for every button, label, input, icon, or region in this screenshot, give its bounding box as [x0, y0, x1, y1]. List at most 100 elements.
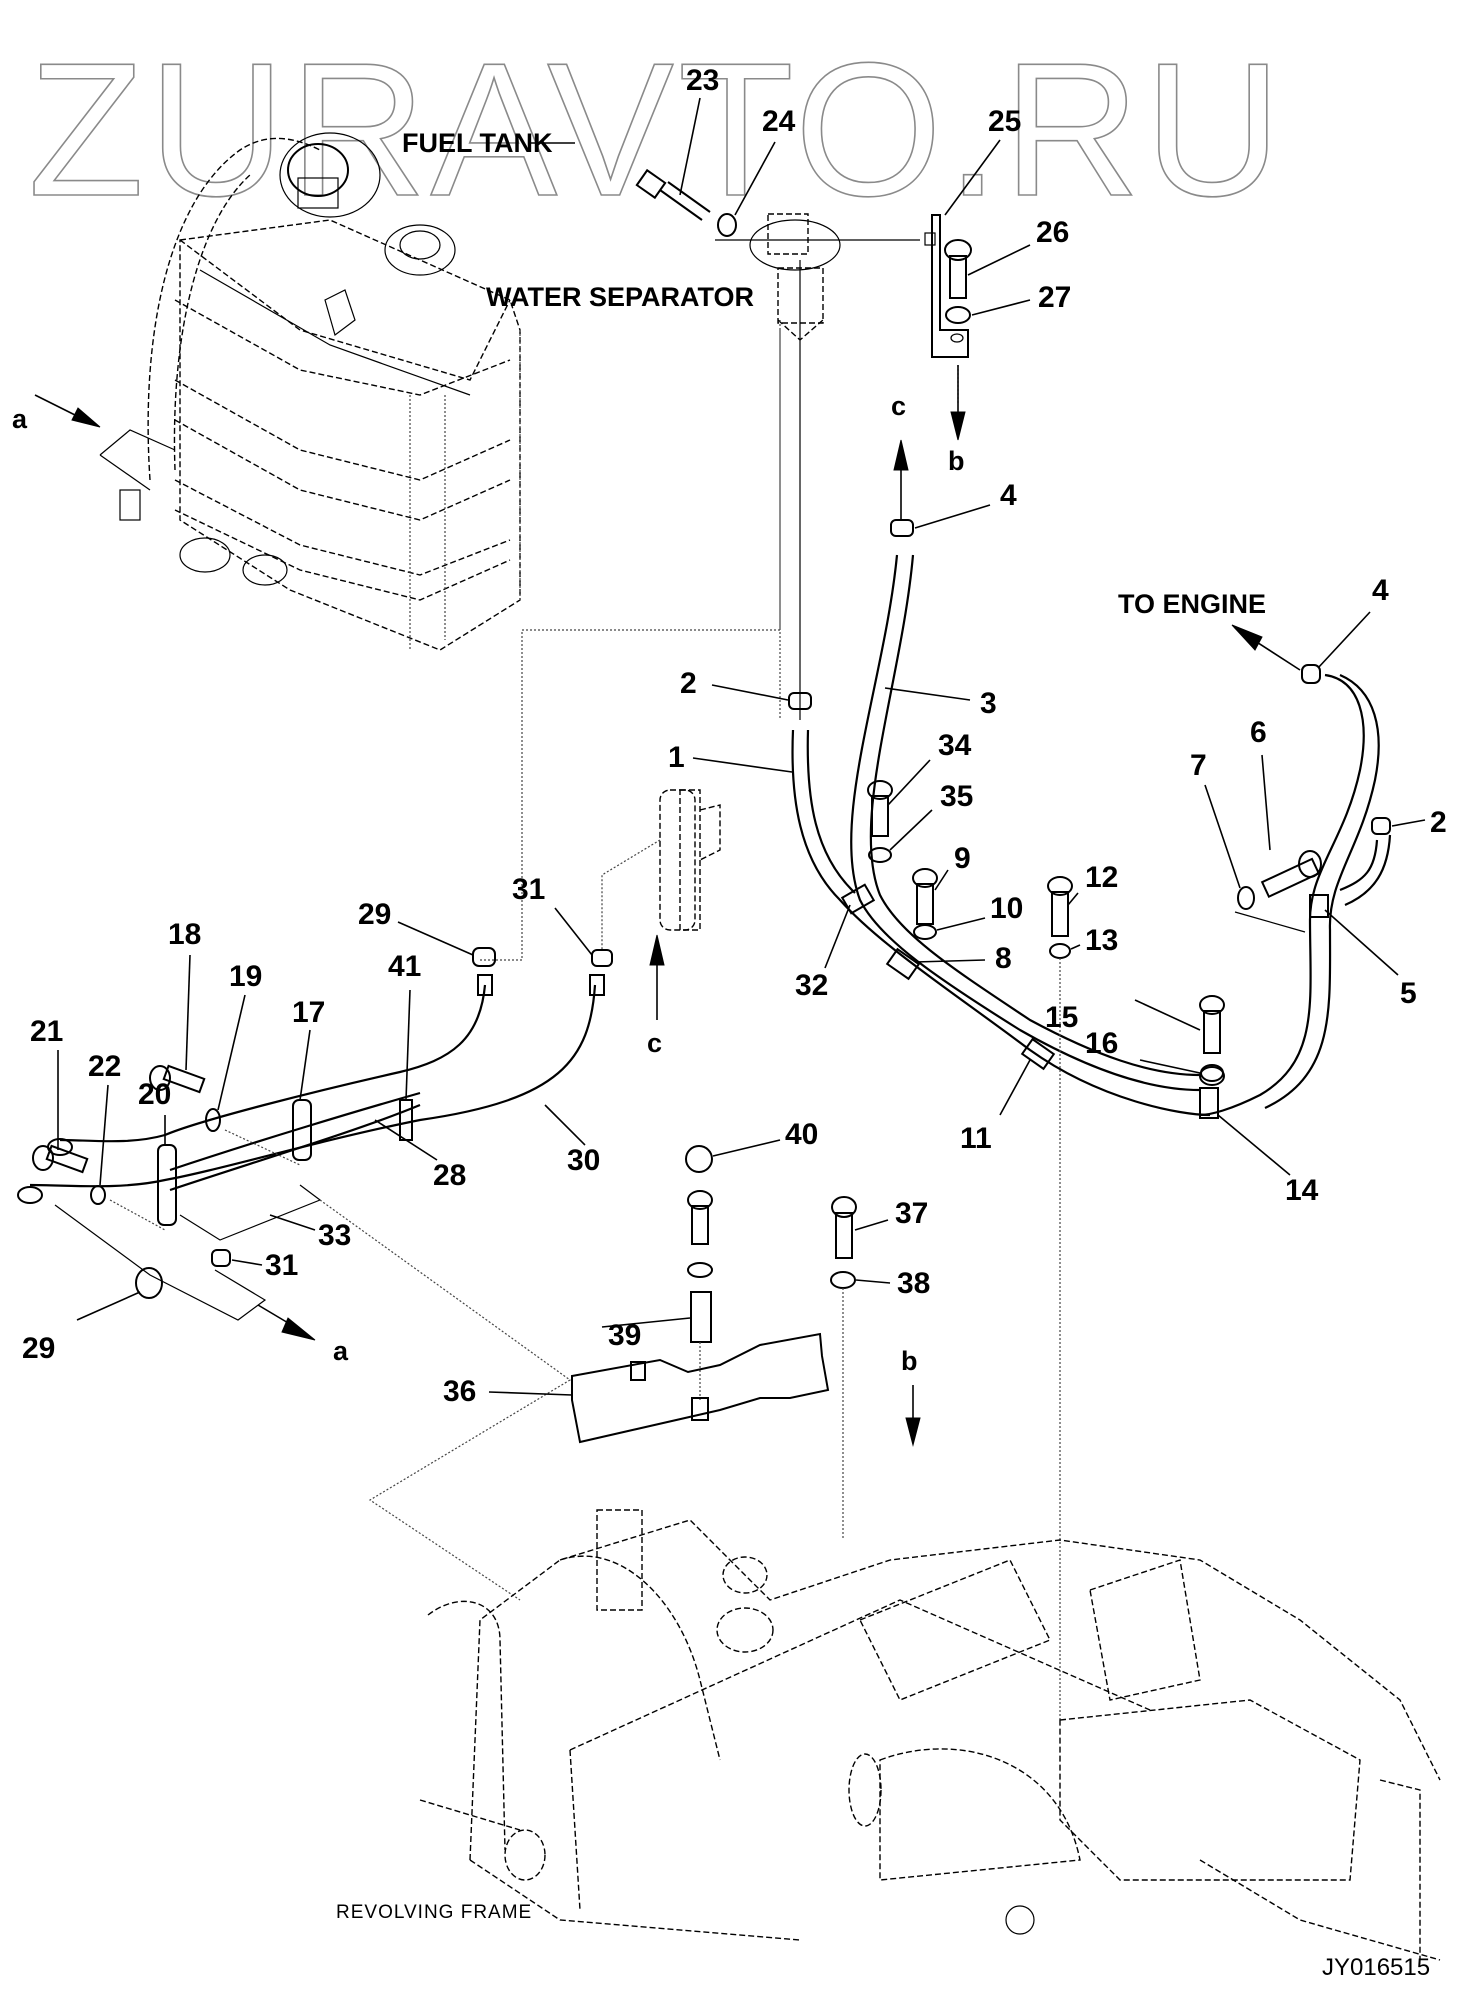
callout-28: 28 [433, 1159, 466, 1192]
callout-25: 25 [988, 105, 1021, 138]
callouts: 23 24 25 26 27 4 4 2 2 3 1 34 35 6 7 9 1… [22, 64, 1447, 1408]
callout-1: 1 [668, 741, 685, 774]
hose-assembly-left [17, 974, 605, 1241]
callout-22: 22 [88, 1050, 121, 1083]
svg-text:a: a [333, 1336, 349, 1366]
svg-text:c: c [891, 391, 906, 421]
callout-24: 24 [762, 105, 796, 138]
revolving-frame-label: REVOLVING FRAME [336, 1902, 532, 1923]
clamp-2-left [788, 692, 812, 710]
svg-text:b: b [948, 446, 965, 476]
callout-26: 26 [1036, 216, 1069, 249]
bolt-23 [635, 168, 711, 221]
callout-21: 21 [30, 1015, 63, 1048]
clamp-17 [292, 1099, 312, 1161]
callout-36: 36 [443, 1375, 476, 1408]
callout-31-top: 31 [512, 873, 545, 906]
bolt-15 [1199, 1066, 1225, 1086]
hose-1 [791, 729, 1211, 1117]
callout-31-bottom: 31 [265, 1249, 298, 1282]
washer-13 [1049, 943, 1071, 959]
callout-3: 3 [980, 687, 997, 720]
clamp-14 [1199, 1087, 1219, 1119]
to-engine-label: TO ENGINE [1118, 589, 1266, 619]
callout-4-right: 4 [1372, 574, 1389, 607]
washer-27 [945, 306, 971, 324]
washer-16 [1200, 1064, 1224, 1082]
bolt-6 [1260, 850, 1322, 898]
bolt-9 [912, 868, 938, 925]
clamp-29-bottom [135, 1267, 163, 1299]
callout-38: 38 [897, 1267, 930, 1300]
callout-4-top: 4 [1000, 479, 1017, 512]
callout-35: 35 [940, 780, 973, 813]
water-separator [480, 213, 920, 961]
clamp-4-right [1301, 664, 1321, 684]
callout-30: 30 [567, 1144, 600, 1177]
bolt-15-body [1199, 995, 1225, 1054]
arrow-ref-a-bottom: a [257, 1304, 349, 1366]
fuel-tank-label: FUEL TANK [402, 128, 553, 158]
bracket-36 [571, 1332, 830, 1444]
cap-40 [685, 1145, 713, 1173]
svg-text:c: c [647, 1028, 662, 1058]
clamp-20 [157, 1144, 177, 1226]
clamp-2-right [1371, 817, 1391, 835]
callout-6: 6 [1250, 716, 1267, 749]
callout-37: 37 [895, 1197, 928, 1230]
callout-41: 41 [388, 950, 421, 983]
callout-23: 23 [686, 64, 719, 97]
arrow-ref-b-top: b [948, 365, 966, 476]
clamp-41 [399, 1099, 413, 1141]
callout-18: 18 [168, 918, 201, 951]
callout-34: 34 [938, 729, 972, 762]
drawing-code: JY016515 [1322, 1954, 1430, 1981]
callout-2-right: 2 [1430, 806, 1447, 839]
fuel-tank [99, 132, 521, 651]
bolt-39-top [687, 1190, 713, 1245]
callout-10: 10 [990, 892, 1023, 925]
washer-38 [830, 1271, 856, 1289]
callout-14: 14 [1285, 1174, 1319, 1207]
clamp-8 [885, 947, 921, 981]
washer-35 [868, 847, 892, 863]
arrow-ref-c-bottom: c [647, 934, 665, 1058]
washer-10 [913, 924, 937, 940]
callout-27: 27 [1038, 281, 1071, 314]
arrow-ref-a-top: a [12, 394, 101, 434]
bolt-26 [944, 239, 972, 299]
callout-5: 5 [1400, 977, 1417, 1010]
clamp-11 [1020, 1037, 1056, 1071]
callout-7: 7 [1190, 749, 1207, 782]
clamp-29-top [472, 947, 496, 967]
bolt-12 [1047, 876, 1073, 937]
watermark-text: ZURAVTO.RU [28, 24, 1285, 236]
callout-12: 12 [1085, 861, 1118, 894]
to-engine-arrow [1231, 624, 1263, 651]
callout-17: 17 [292, 996, 325, 1029]
callout-29-top: 29 [358, 898, 391, 931]
clamp-31-bottom [211, 1249, 231, 1267]
callout-20: 20 [138, 1078, 171, 1111]
washer-7 [1237, 886, 1255, 910]
callout-13: 13 [1085, 924, 1118, 957]
callout-32: 32 [795, 969, 828, 1002]
hose-to-engine [1199, 673, 1365, 1117]
water-separator-label: WATER SEPARATOR [486, 282, 754, 312]
clamp-32 [840, 883, 876, 915]
bracket-c [601, 789, 721, 950]
revolving-frame [419, 1509, 1441, 1961]
callout-9: 9 [954, 842, 971, 875]
spacer-39 [690, 1291, 712, 1343]
callout-16: 16 [1085, 1027, 1118, 1060]
callout-33: 33 [318, 1219, 351, 1252]
hose-3 [850, 554, 1201, 1092]
callout-2-left: 2 [680, 667, 697, 700]
callout-11: 11 [960, 1122, 992, 1155]
callout-15: 15 [1045, 1001, 1078, 1034]
bracket-33 [179, 1184, 322, 1241]
arrow-ref-c-top: c [891, 391, 909, 520]
callout-19: 19 [229, 960, 262, 993]
svg-text:a: a [12, 404, 28, 434]
